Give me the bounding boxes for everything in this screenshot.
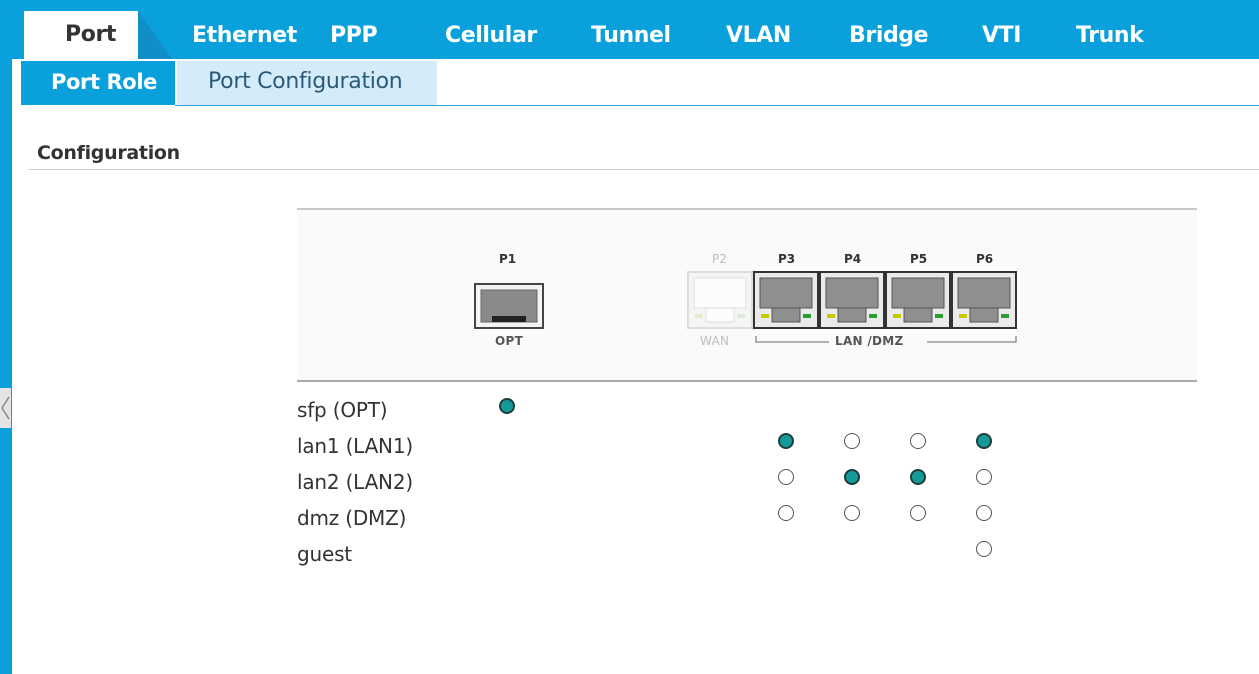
port-label-p5: P5 [910, 252, 928, 266]
tab-ethernet[interactable]: Ethernet [192, 23, 297, 48]
radio-dmz-p6[interactable] [976, 505, 992, 521]
radio-lan1-p6[interactable] [976, 433, 992, 449]
port-label-p2: P2 [712, 252, 727, 266]
role-label-guest: guest [297, 542, 352, 566]
radio-guest-p6[interactable] [976, 541, 992, 557]
tab-port[interactable]: Port [24, 11, 138, 59]
sidebar-toggle[interactable] [0, 388, 11, 428]
tab-vti[interactable]: VTI [982, 23, 1022, 48]
top-tab-bar: Port Ethernet PPP Cellular Tunnel VLAN B… [12, 0, 1259, 59]
role-label-lan1: lan1 (LAN1) [297, 434, 413, 458]
radio-lan2-p4[interactable] [844, 469, 860, 485]
device-port-panel: P1 P2 P3 P4 P5 P6 [297, 208, 1197, 382]
subtab-port-configuration-label: Port Configuration [208, 69, 403, 94]
role-label-lan2: lan2 (LAN2) [297, 470, 413, 494]
radio-dmz-p3[interactable] [778, 505, 794, 521]
tab-active-wedge [138, 11, 172, 59]
role-label-dmz: dmz (DMZ) [297, 506, 407, 530]
tab-vlan[interactable]: VLAN [726, 23, 791, 48]
subtab-port-configuration[interactable]: Port Configuration [177, 61, 437, 105]
radio-lan2-p6[interactable] [976, 469, 992, 485]
tab-port-label: Port [65, 22, 117, 47]
section-divider [28, 169, 1259, 170]
role-label-sfp: sfp (OPT) [297, 398, 388, 422]
group-label-wan: WAN [700, 334, 730, 348]
tab-cellular[interactable]: Cellular [445, 23, 537, 48]
radio-lan1-p3[interactable] [778, 433, 794, 449]
port-label-p6: P6 [976, 252, 994, 266]
left-navigation-strip [0, 0, 12, 674]
radio-sfp-p1[interactable] [499, 398, 515, 414]
subtab-underline [175, 105, 1259, 106]
ethernet-port-p6-icon [951, 271, 1017, 329]
subtab-port-role[interactable]: Port Role [21, 61, 175, 105]
ethernet-port-p4-icon [819, 271, 885, 329]
sfp-port-icon [474, 283, 544, 329]
radio-dmz-p4[interactable] [844, 505, 860, 521]
ethernet-port-p2-icon [687, 271, 753, 329]
section-title: Configuration [37, 142, 180, 164]
radio-dmz-p5[interactable] [910, 505, 926, 521]
chevron-left-icon [1, 396, 10, 420]
port-label-p4: P4 [844, 252, 862, 266]
group-label-opt: OPT [495, 334, 524, 348]
ethernet-port-p3-icon [753, 271, 819, 329]
radio-lan1-p4[interactable] [844, 433, 860, 449]
radio-lan2-p3[interactable] [778, 469, 794, 485]
tab-tunnel[interactable]: Tunnel [591, 23, 671, 48]
ethernet-port-p5-icon [885, 271, 951, 329]
group-label-lan-dmz: LAN /DMZ [835, 334, 904, 348]
tab-trunk[interactable]: Trunk [1076, 23, 1144, 48]
tab-bridge[interactable]: Bridge [849, 23, 929, 48]
tab-ppp[interactable]: PPP [330, 23, 378, 48]
port-label-p1: P1 [499, 252, 517, 266]
radio-lan1-p5[interactable] [910, 433, 926, 449]
subtab-port-role-label: Port Role [51, 70, 157, 94]
port-graphics [474, 271, 1017, 343]
port-label-p3: P3 [778, 252, 796, 266]
radio-lan2-p5[interactable] [910, 469, 926, 485]
